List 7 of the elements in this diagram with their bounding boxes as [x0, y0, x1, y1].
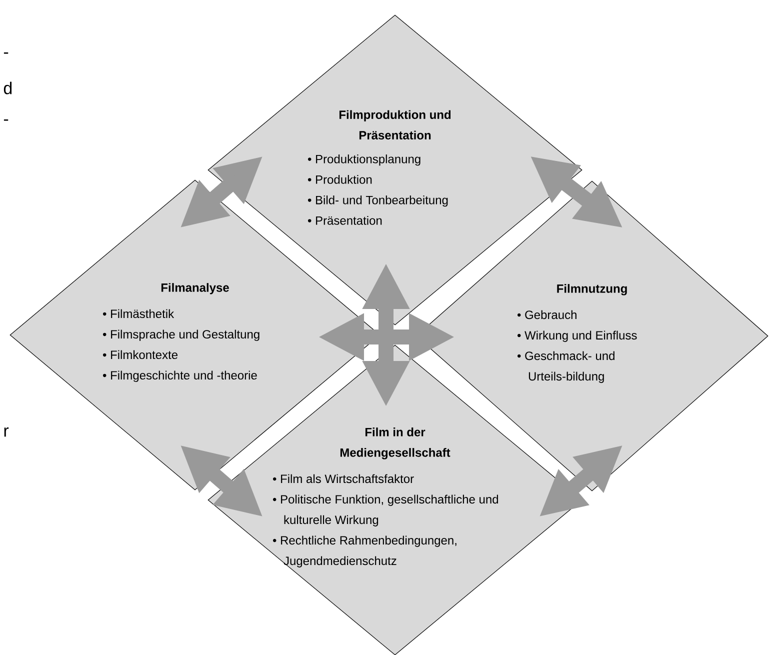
text-fragment: -	[4, 119, 8, 121]
text-fragment: d	[4, 82, 12, 94]
text-fragment: -	[4, 52, 8, 54]
node-label: • Politische Funktion, gesellschaftliche und kulturelle Wirkung	[272, 494, 498, 526]
node-label: • Rechtliche Rahmenbedingungen, Jugendmedienschutz	[272, 536, 456, 568]
node-label: • Wirkung und Einfluss	[517, 330, 637, 342]
node-label: • Gebrauch	[517, 310, 576, 320]
